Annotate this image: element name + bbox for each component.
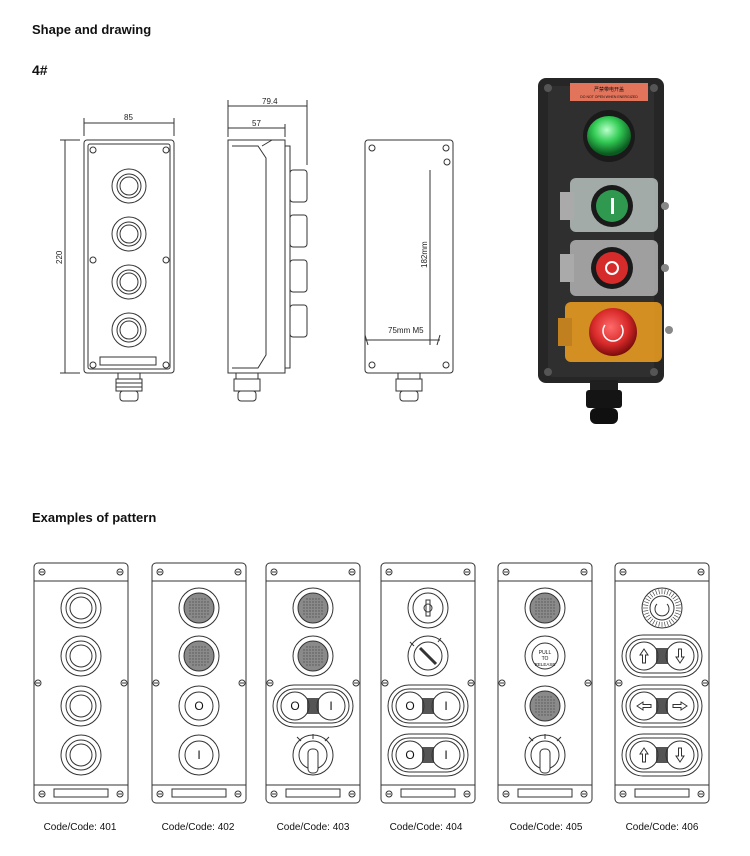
heading-examples-of-pattern: Examples of pattern [32, 510, 157, 525]
svg-text:I: I [444, 748, 447, 762]
dim-mount-vertical: 182mm [420, 241, 429, 268]
side-view-drawing [227, 100, 308, 402]
release-text: RELEASE [535, 662, 556, 667]
front-view-drawing [60, 118, 175, 402]
dim-front-height: 220 [55, 250, 64, 264]
dim-side-depth-body: 57 [252, 119, 261, 128]
pattern-code-404: Code/Code: 404 [389, 822, 463, 833]
pattern-box-401 [33, 562, 129, 804]
svg-text:I: I [197, 748, 200, 762]
to-text: TO [542, 656, 549, 662]
model-number: 4# [32, 62, 48, 78]
svg-text:O: O [405, 748, 414, 762]
pattern-box-406 [614, 562, 710, 804]
back-view-drawing [364, 139, 454, 402]
pattern-code-406: Code/Code: 406 [625, 822, 699, 833]
dim-front-width: 85 [124, 113, 133, 122]
svg-text:O: O [194, 699, 203, 713]
pattern-code-402: Code/Code: 402 [161, 822, 235, 833]
pattern-box-402: OI [151, 562, 247, 804]
svg-text:I: I [444, 699, 447, 713]
dim-mount-horizontal: 75mm M5 [388, 326, 424, 335]
dim-side-depth-total: 79.4 [262, 97, 278, 106]
svg-text:O: O [290, 699, 299, 713]
pattern-code-401: Code/Code: 401 [43, 822, 117, 833]
pattern-code-405: Code/Code: 405 [509, 822, 583, 833]
pattern-code-403: Code/Code: 403 [276, 822, 350, 833]
heading-shape-and-drawing: Shape and drawing [32, 22, 152, 37]
svg-text:O: O [405, 699, 414, 713]
svg-text:I: I [329, 699, 332, 713]
pattern-box-404: O I O I [380, 562, 476, 804]
pull-text: PULL [539, 650, 552, 656]
